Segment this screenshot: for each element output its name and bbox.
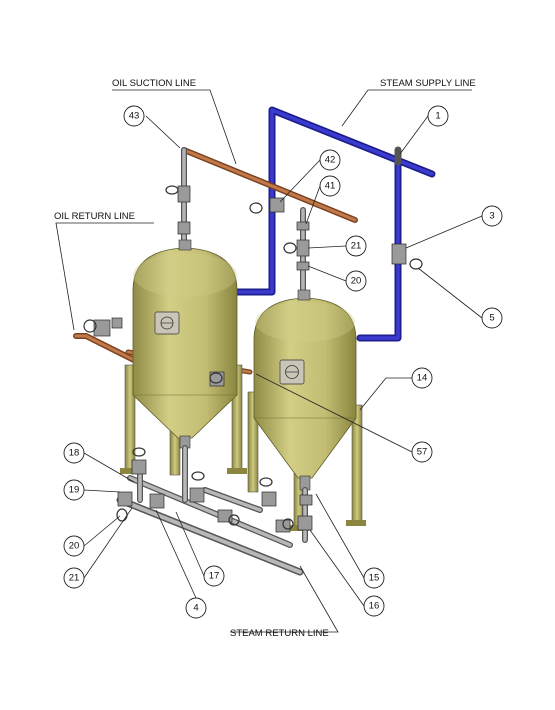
svg-text:20: 20: [69, 541, 80, 552]
left-tank: [120, 239, 247, 476]
svg-text:41: 41: [325, 181, 336, 192]
callout-43: 43: [123, 105, 181, 149]
oil-suction-line-text: OIL SUCTION LINE: [112, 78, 196, 89]
right-tank: [247, 289, 366, 531]
callout-15: 15: [315, 493, 385, 589]
svg-text:42: 42: [325, 155, 336, 166]
svg-text:43: 43: [129, 111, 140, 122]
steam-return-line-text: STEAM RETURN LINE: [230, 628, 329, 639]
steam-supply-line-label: STEAM SUPPLY LINE: [341, 78, 476, 127]
svg-text:19: 19: [69, 485, 80, 496]
callout-3: 3: [405, 205, 503, 249]
callout-21-lower: 21: [63, 507, 133, 589]
steam-return-line-label: STEAM RETURN LINE: [230, 565, 339, 639]
svg-text:17: 17: [209, 571, 220, 582]
svg-text:4: 4: [193, 603, 198, 614]
oil-suction-pipe: [181, 147, 358, 223]
callout-4: 4: [155, 509, 207, 619]
callout-14: 14: [359, 367, 433, 411]
oil-return-line-label: OIL RETURN LINE: [54, 211, 154, 331]
svg-text:18: 18: [69, 448, 80, 459]
svg-text:15: 15: [369, 573, 380, 584]
svg-text:5: 5: [489, 313, 494, 324]
svg-text:20: 20: [351, 276, 362, 287]
svg-text:57: 57: [417, 447, 428, 458]
svg-text:21: 21: [69, 573, 80, 584]
callout-1: 1: [399, 105, 449, 155]
callout-42: 42: [279, 149, 341, 203]
lower-manifold: [116, 445, 308, 576]
svg-text:3: 3: [489, 211, 494, 222]
steam-supply-line-text: STEAM SUPPLY LINE: [380, 78, 476, 89]
callout-20-lower: 20: [63, 515, 121, 557]
callout-20-upper: 20: [307, 265, 367, 292]
callout-16: 16: [309, 529, 385, 617]
svg-text:16: 16: [369, 601, 380, 612]
svg-text:21: 21: [351, 241, 362, 252]
callout-19: 19: [63, 479, 121, 501]
callout-5: 5: [417, 267, 503, 329]
callout-17: 17: [175, 511, 225, 587]
svg-text:14: 14: [417, 373, 428, 384]
valves: [83, 185, 423, 533]
oil-suction-line-label: OIL SUCTION LINE: [112, 78, 237, 165]
callout-41: 41: [305, 175, 341, 225]
oil-return-line-text: OIL RETURN LINE: [54, 211, 135, 222]
svg-text:1: 1: [435, 111, 440, 122]
callout-57: 57: [255, 373, 433, 463]
callout-18: 18: [63, 442, 135, 483]
callout-21-upper: 21: [307, 235, 367, 257]
